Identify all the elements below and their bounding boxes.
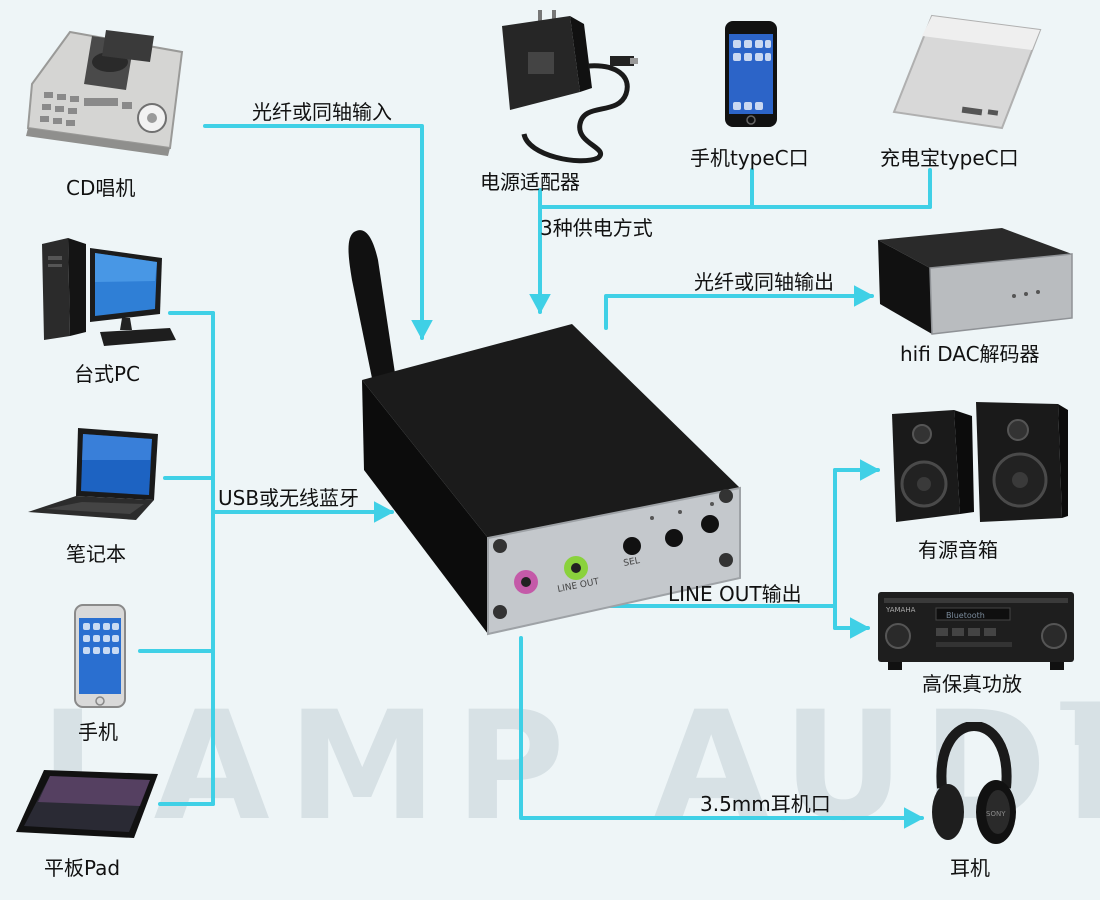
headphones-label: 耳机 (950, 856, 990, 880)
headphones-icon: SONY (932, 722, 1016, 844)
bluetooth-dac-device: LINE OUT SEL (348, 230, 741, 636)
desktop-pc-icon (42, 238, 176, 346)
line-headphone (519, 636, 924, 829)
phone-icon (74, 604, 126, 708)
power-modes-label: 3种供电方式 (540, 216, 653, 240)
speakers-icon (892, 402, 1068, 522)
cd-player-label: CD唱机 (66, 176, 136, 200)
usb-bluetooth-label: USB或无线蓝牙 (218, 486, 360, 510)
power-adapter-label: 电源适配器 (480, 170, 580, 194)
speakers-label: 有源音箱 (918, 538, 998, 562)
power-adapter-icon (502, 10, 638, 164)
laptop-label: 笔记本 (66, 542, 126, 566)
phone-label: 手机 (78, 720, 118, 744)
cd-player-icon (26, 30, 184, 156)
power-bank-icon (892, 14, 1042, 130)
phone-power-icon (725, 21, 777, 127)
watermark-suffix: TE (1060, 690, 1100, 760)
powerbank-typec-label: 充电宝typeC口 (880, 146, 1019, 170)
tablet-icon (16, 770, 158, 838)
dac-icon (878, 228, 1073, 335)
line-out-label: LINE OUT输出 (668, 582, 802, 606)
laptop-icon (28, 428, 158, 520)
dac-label: hifi DAC解码器 (900, 342, 1040, 366)
headphone-brand-label: SONY (986, 810, 1006, 818)
tablet-label: 平板Pad (44, 856, 121, 880)
line-optical-coax-in (203, 124, 433, 340)
amp-brand-label: YAMAHA (885, 606, 916, 614)
optical-coax-in-label: 光纤或同轴输入 (252, 100, 392, 124)
desktop-pc-label: 台式PC (74, 362, 141, 386)
antenna-icon (348, 230, 396, 388)
amplifier-icon: Bluetooth YAMAHA (878, 592, 1074, 670)
line-optical-coax-out (604, 285, 874, 330)
amp-display-label: Bluetooth (946, 611, 985, 620)
optical-coax-out-label: 光纤或同轴输出 (694, 270, 834, 294)
sel-button-icon (623, 537, 641, 555)
amplifier-label: 高保真功放 (922, 672, 1022, 696)
sel-panel-label: SEL (623, 556, 641, 569)
headphone-jack-label: 3.5mm耳机口 (700, 792, 831, 816)
phone-typec-label: 手机typeC口 (690, 146, 809, 170)
